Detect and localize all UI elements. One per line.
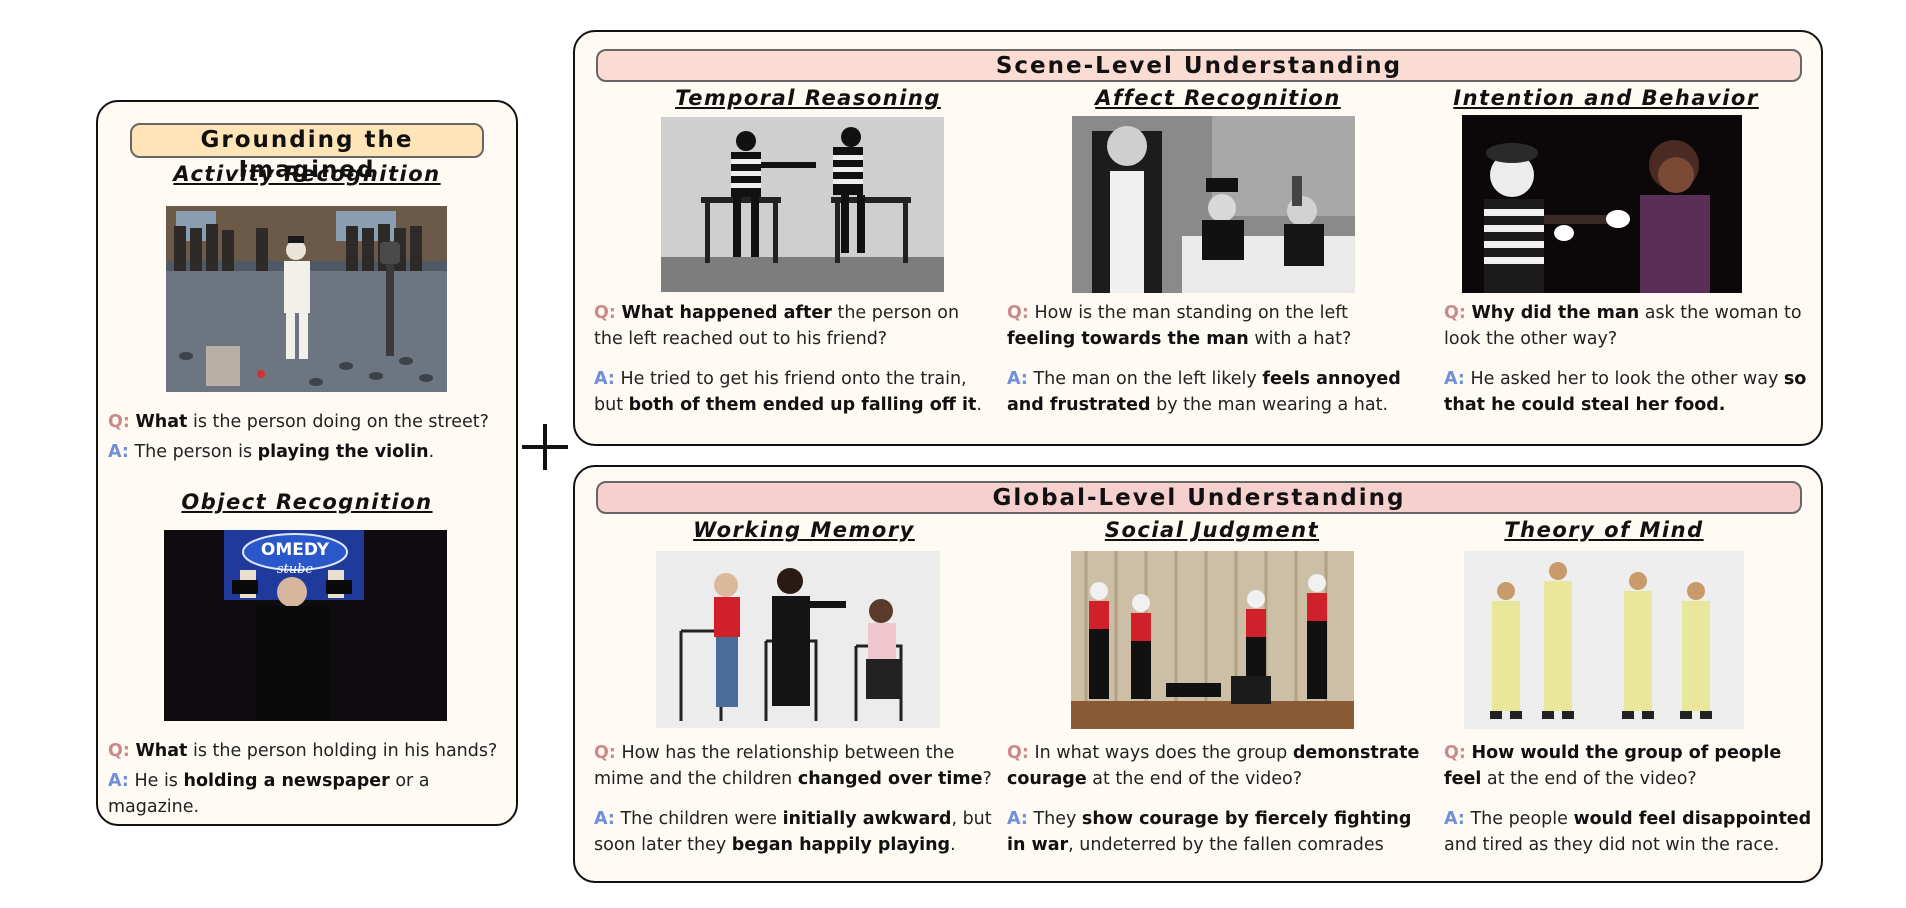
scene-level-title: Scene-Level Understanding [596, 49, 1802, 82]
street-violin-photo [166, 206, 447, 392]
theory-of-mind-qa: Q: How would the group of people feel at… [1444, 743, 1812, 855]
mime-children-photo [656, 551, 940, 728]
theory-of-mind-heading: Theory of Mind [1504, 518, 1704, 542]
working-memory-heading: Working Memory [693, 518, 915, 542]
yellow-racers-photo [1464, 551, 1744, 729]
temporal-qa: Q: What happened after the person on the… [594, 303, 982, 415]
temporal-reasoning-heading: Temporal Reasoning [675, 86, 941, 110]
mime-woman-photo [1462, 115, 1742, 293]
grounding-title: Grounding the Imagined [130, 123, 484, 183]
mimes-train-photo [661, 117, 944, 292]
mimes-war-photo [1071, 551, 1354, 729]
affect-qa: Q: How is the man standing on the left f… [1007, 303, 1401, 415]
object-answer: A: He is holding a newspaper or a magazi… [108, 771, 430, 817]
plus-icon [522, 424, 568, 470]
global-level-title: Global-Level Understanding [596, 481, 1802, 514]
intention-qa: Q: Why did the man ask the woman to look… [1444, 303, 1807, 415]
social-judgment-qa: Q: In what ways does the group demonstra… [1007, 743, 1420, 855]
object-question: Q: What is the person holding in his han… [108, 741, 498, 761]
object-recognition-heading: Object Recognition [181, 490, 433, 514]
activity-answer: A: The person is playing the violin. [108, 442, 435, 462]
intention-behavior-heading: Intention and Behavior [1453, 86, 1759, 110]
affect-recognition-heading: Affect Recognition [1095, 86, 1341, 110]
activity-recognition-heading: Activity Recognition [173, 162, 441, 186]
social-judgment-heading: Social Judgment [1104, 518, 1320, 542]
svg-text:stube: stube [277, 562, 314, 577]
comedy-stage-photo: OMEDY stube [164, 530, 447, 721]
activity-question: Q: What is the person doing on the stree… [108, 412, 489, 432]
chaplin-restaurant-photo [1072, 116, 1355, 293]
working-memory-qa: Q: How has the relationship between the … [594, 743, 992, 855]
svg-text:OMEDY: OMEDY [261, 540, 330, 560]
